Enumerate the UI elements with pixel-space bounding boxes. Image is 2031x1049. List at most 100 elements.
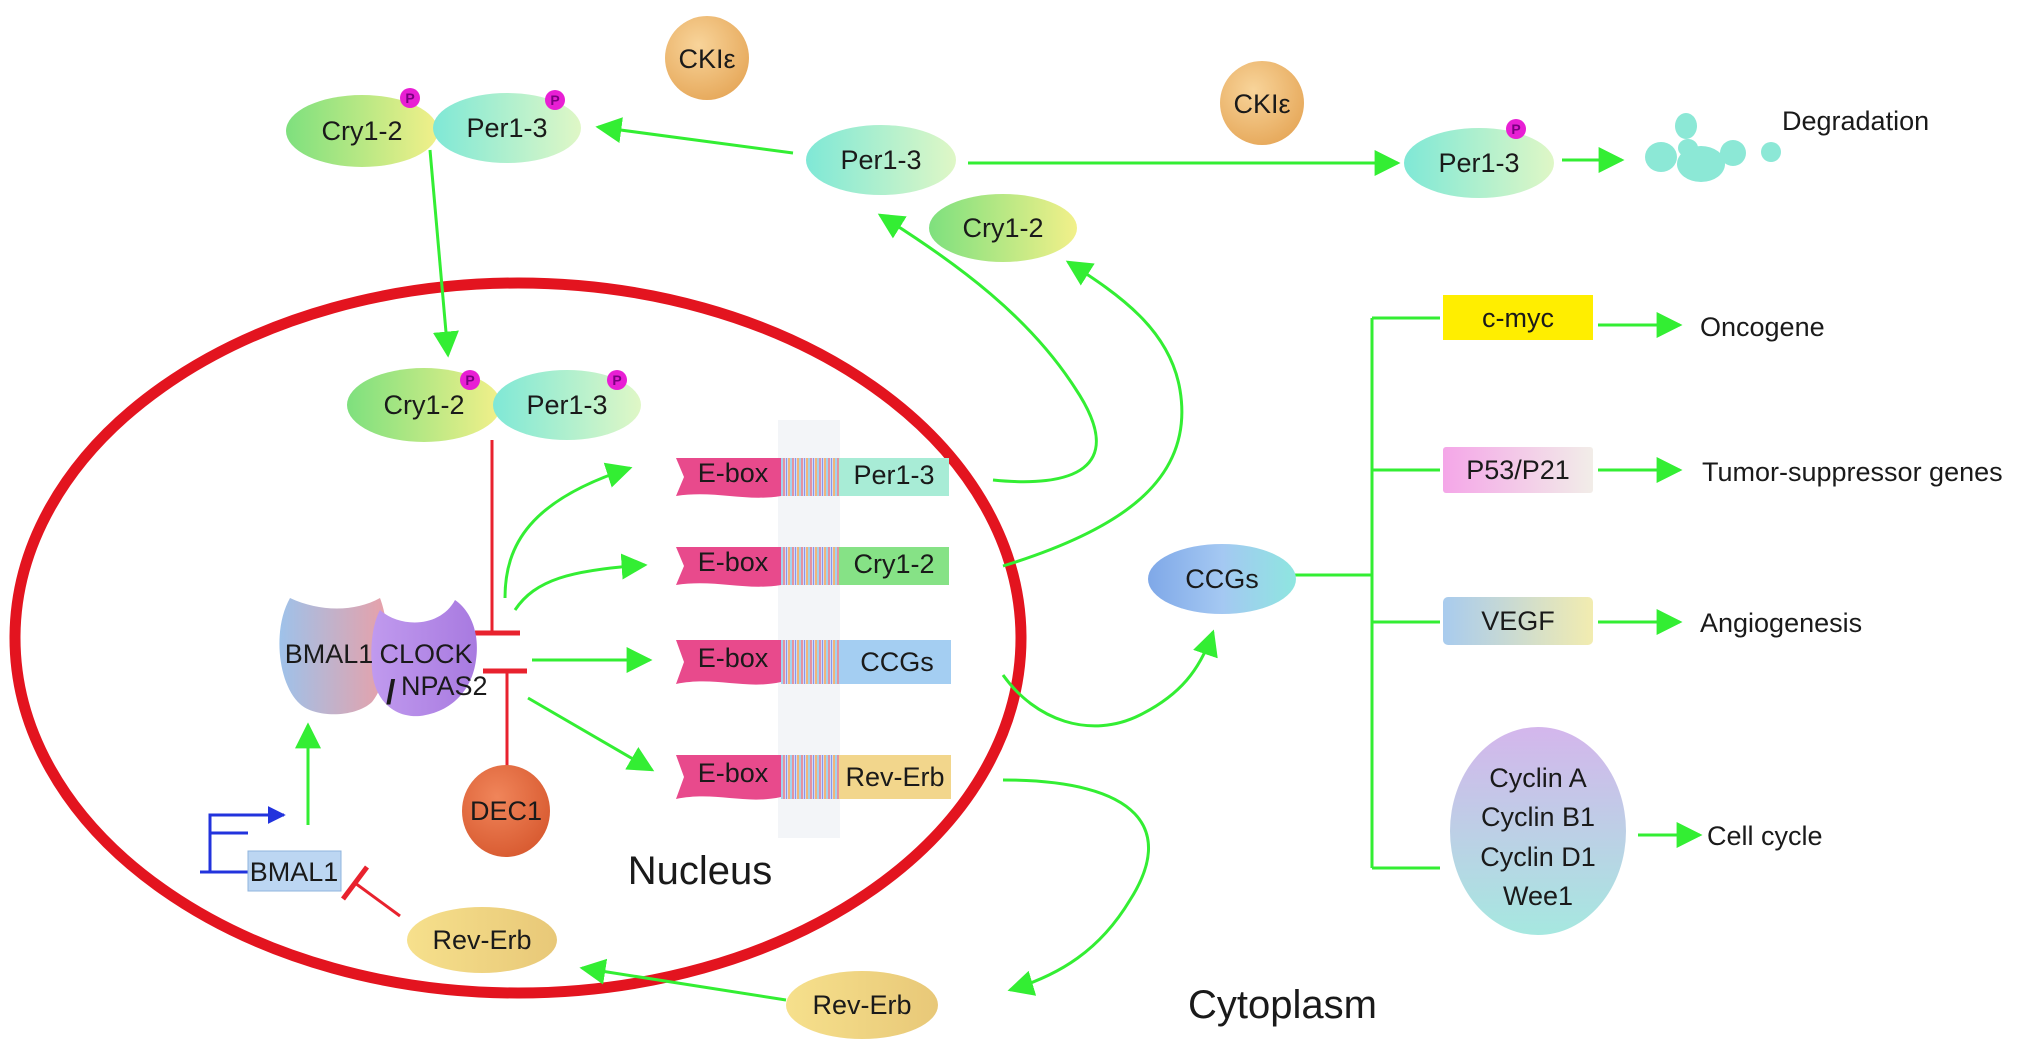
tumor-suppressor-label: Tumor-suppressor genes [1702,457,2003,487]
arrow-rev-gene-to-rev [1002,778,1150,996]
arrow-per-to-dimer [595,117,794,155]
inhibit-rev-bar [341,865,369,901]
ckie-left: CKIε [665,16,749,100]
dec1: DEC1 [462,765,550,857]
svg-text:Cry1-2: Cry1-2 [853,549,934,579]
dna-segment [781,640,839,684]
bmal1-protein [279,598,388,715]
svg-text:P53/P21: P53/P21 [1466,455,1570,485]
svg-text:E-box: E-box [698,547,769,577]
svg-text:Cyclin B1: Cyclin B1 [1481,802,1595,832]
bmal1-gene-box [247,850,342,892]
svg-text:Cyclin D1: Cyclin D1 [1480,842,1596,872]
svg-text:Per1-3: Per1-3 [840,145,921,175]
svg-text:Cyclin A: Cyclin A [1489,763,1587,793]
phospho-dot [1506,119,1526,139]
svg-text:P: P [612,372,621,388]
svg-text:Rev-Erb: Rev-Erb [812,990,911,1020]
svg-text:CCGs: CCGs [1185,564,1259,594]
gene-row-cry: E-box Cry1-2 [676,547,949,587]
bmal1-clock-complex: BMAL1 CLOCK / NPAS2 [279,598,488,717]
svg-text:Cry1-2: Cry1-2 [383,390,464,420]
ebox-shape [676,458,781,498]
arrow-complex-to-per-gene [503,462,633,599]
cell-cycle-label: Cell cycle [1707,821,1823,851]
activation-arrows [295,117,1703,1002]
cyclin-group: Cyclin A Cyclin B1 Cyclin D1 Wee1 [1450,727,1626,935]
dna-segment [781,458,839,496]
target-box [839,755,951,799]
svg-text:CCGs: CCGs [860,647,934,677]
bmal1-gene: BMAL1 [200,806,342,892]
per-oval-nucleus [493,370,641,440]
degradation-label: Degradation [1782,106,1929,136]
rev-erb-inner: Rev-Erb [407,907,557,973]
svg-text:Per1-3: Per1-3 [466,113,547,143]
vegf-box: VEGF [1443,597,1593,645]
cry-free: Cry1-2 [929,194,1077,262]
ebox-shape [676,755,781,800]
promoter-arrow [208,806,286,835]
svg-text:Per1-3: Per1-3 [1438,148,1519,178]
svg-text:Cry1-2: Cry1-2 [321,116,402,146]
per-phospho-right: Per1-3 P [1404,119,1554,198]
svg-text:P: P [465,372,474,388]
gene-row-reverb: E-box Rev-Erb [676,755,951,800]
nucleus-membrane [9,277,1027,999]
per-free: Per1-3 [806,125,956,195]
svg-text:VEGF: VEGF [1481,606,1555,636]
arrow-dimer-into-nucleus [428,149,459,358]
phospho-dot [460,370,480,390]
oncogene-label: Oncogene [1700,312,1825,342]
arrow-ccgs-gene-to-ccgs [1001,629,1218,728]
cry-per-dimer-top: Cry1-2 Per1-3 P P [286,88,581,167]
gene-row-ccgs: E-box CCGs [676,640,951,685]
svg-text:Per1-3: Per1-3 [526,390,607,420]
per-oval-top [433,93,581,163]
phospho-dot [607,370,627,390]
svg-text:Rev-Erb: Rev-Erb [432,925,531,955]
svg-text:Cry1-2: Cry1-2 [962,213,1043,243]
nucleus-label: Nucleus [628,849,773,893]
clock-label: CLOCK [379,639,472,669]
arrow-complex-to-rev-gene [527,696,655,772]
svg-text:E-box: E-box [698,643,769,673]
phospho-dot [545,90,565,110]
svg-text:CKIε: CKIε [1233,89,1290,119]
arrow-cry-gene-to-cry [1002,260,1184,568]
svg-text:CKIε: CKIε [678,44,735,74]
angiogenesis-label: Angiogenesis [1700,608,1862,638]
svg-text:P: P [405,90,414,106]
svg-text:c-myc: c-myc [1482,303,1554,333]
ccgs-oval: CCGs [1148,544,1296,614]
inhibit-rev-stem [354,881,401,918]
slash-label: / [386,674,396,712]
target-box [839,547,949,585]
rev-erb-outer: Rev-Erb [786,971,938,1039]
arrow-complex-to-cry-gene [513,553,648,611]
cry-oval-top [286,95,438,167]
svg-text:BMAL1: BMAL1 [250,857,339,887]
svg-text:P: P [550,92,559,108]
arrow-per-gene-to-per [877,213,1098,484]
cry-per-dimer-nucleus: Cry1-2 Per1-3 P P [347,368,641,442]
svg-text:DEC1: DEC1 [470,796,542,826]
clock-protein [371,600,477,717]
ckie-right: CKIε [1220,61,1304,145]
phospho-dot [400,88,420,108]
ebox-shape [676,640,781,685]
gene-row-per: E-box Per1-3 [676,458,949,498]
cytoplasm-label: Cytoplasm [1188,983,1377,1027]
target-box [839,458,949,496]
svg-text:Wee1: Wee1 [1503,881,1573,911]
dna-segment [781,755,839,799]
svg-text:Per1-3: Per1-3 [853,460,934,490]
svg-text:Rev-Erb: Rev-Erb [845,762,944,792]
cmyc-box: c-myc [1443,295,1593,340]
svg-text:E-box: E-box [698,758,769,788]
degradation-fragments [1645,113,1781,182]
npas2-label: NPAS2 [401,671,488,701]
svg-text:E-box: E-box [698,458,769,488]
svg-text:P: P [1511,121,1520,137]
